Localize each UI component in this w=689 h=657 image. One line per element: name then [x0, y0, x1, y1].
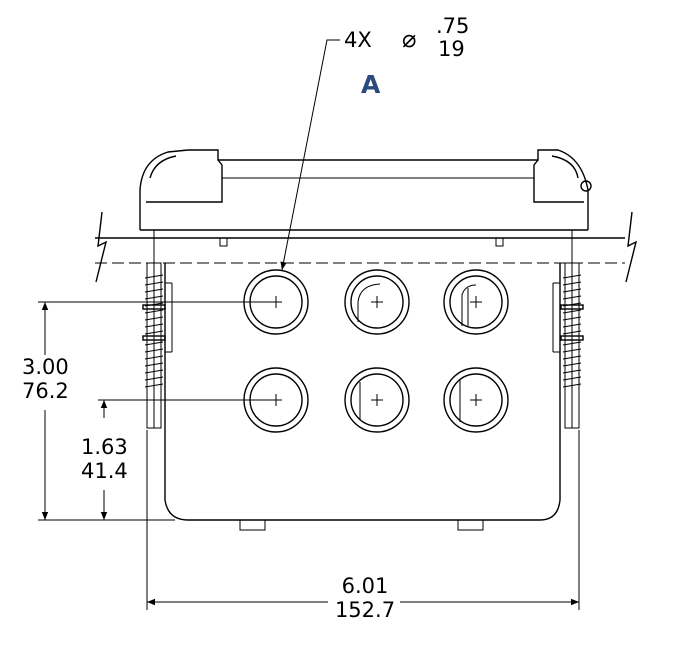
- dim-width-in: 6.01: [341, 574, 389, 598]
- hole-5: [344, 367, 410, 433]
- view-marker: A: [361, 70, 381, 99]
- callout-quantity: 4X: [344, 28, 372, 52]
- callout-diameter-mm: 19: [438, 37, 465, 61]
- callout-diameter-in: .75: [436, 14, 470, 38]
- right-latch: [560, 230, 584, 429]
- left-latch: [142, 230, 166, 429]
- dim-lower-mm: 41.4: [81, 459, 128, 483]
- dim-upper-in: 3.00: [22, 355, 69, 379]
- dim-lower-in: 1.63: [81, 435, 128, 459]
- hole-2: [344, 269, 410, 335]
- diameter-symbol: ⌀: [402, 25, 417, 53]
- hole-6: [443, 367, 509, 433]
- hole-3: [443, 269, 509, 335]
- callout-leader: [280, 39, 340, 271]
- dim-overall-width: [146, 430, 580, 610]
- break-lines: [95, 211, 638, 283]
- dim-upper-mm: 76.2: [22, 379, 69, 403]
- enclosure-lid: [139, 149, 592, 231]
- knockout-holes: [243, 269, 509, 433]
- dim-upper-hole-row: [38, 301, 276, 521]
- lid-tabs: [219, 237, 504, 247]
- dim-lower-hole-row: [98, 399, 276, 520]
- enclosure-body: [164, 263, 561, 531]
- dim-width-mm: 152.7: [334, 598, 396, 622]
